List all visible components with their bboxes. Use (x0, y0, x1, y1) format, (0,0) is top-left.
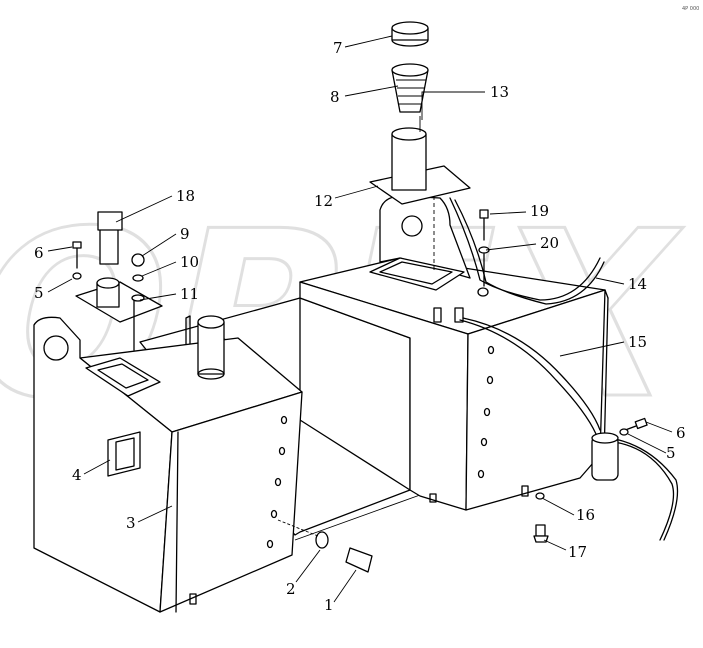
callout-7: 7 (333, 39, 343, 57)
left-tank (33, 315, 303, 613)
callout-12: 12 (314, 192, 333, 210)
filter-16 (533, 432, 619, 543)
callout-11: 11 (180, 285, 199, 303)
callout-5-right: 5 (666, 444, 676, 462)
sensor-assembly-left (72, 211, 163, 351)
right-tank-holes (477, 345, 495, 479)
callout-5-left: 5 (34, 284, 44, 302)
callout-6-left: 6 (34, 244, 44, 262)
bolt-right (619, 417, 648, 436)
callout-19: 19 (530, 202, 549, 220)
hose-15 (462, 317, 601, 431)
drain-plug (277, 519, 373, 573)
callout-13: 13 (490, 83, 509, 101)
callout-16: 16 (576, 506, 595, 524)
callout-18: 18 (176, 187, 195, 205)
callout-20: 20 (540, 234, 559, 252)
strainer-mesh (396, 79, 426, 105)
callout-9: 9 (180, 225, 190, 243)
callout-8: 8 (330, 88, 340, 106)
callout-1: 1 (324, 596, 334, 614)
left-tank-holes (266, 415, 288, 549)
callout-4: 4 (72, 466, 82, 484)
corner-code: 4P 000 (682, 6, 699, 12)
callout-17: 17 (568, 543, 587, 561)
callout-2: 2 (286, 580, 296, 598)
callout-3: 3 (126, 514, 136, 532)
callout-14: 14 (628, 275, 647, 293)
right-tank (299, 195, 609, 511)
callout-6-right: 6 (676, 424, 686, 442)
callout-10: 10 (180, 253, 199, 271)
leader-lines (47, 35, 673, 603)
callout-labels: 7 8 13 12 18 6 5 9 10 11 19 20 14 15 6 5… (34, 39, 686, 614)
callout-15: 15 (628, 333, 647, 351)
filler-assembly (369, 21, 471, 270)
